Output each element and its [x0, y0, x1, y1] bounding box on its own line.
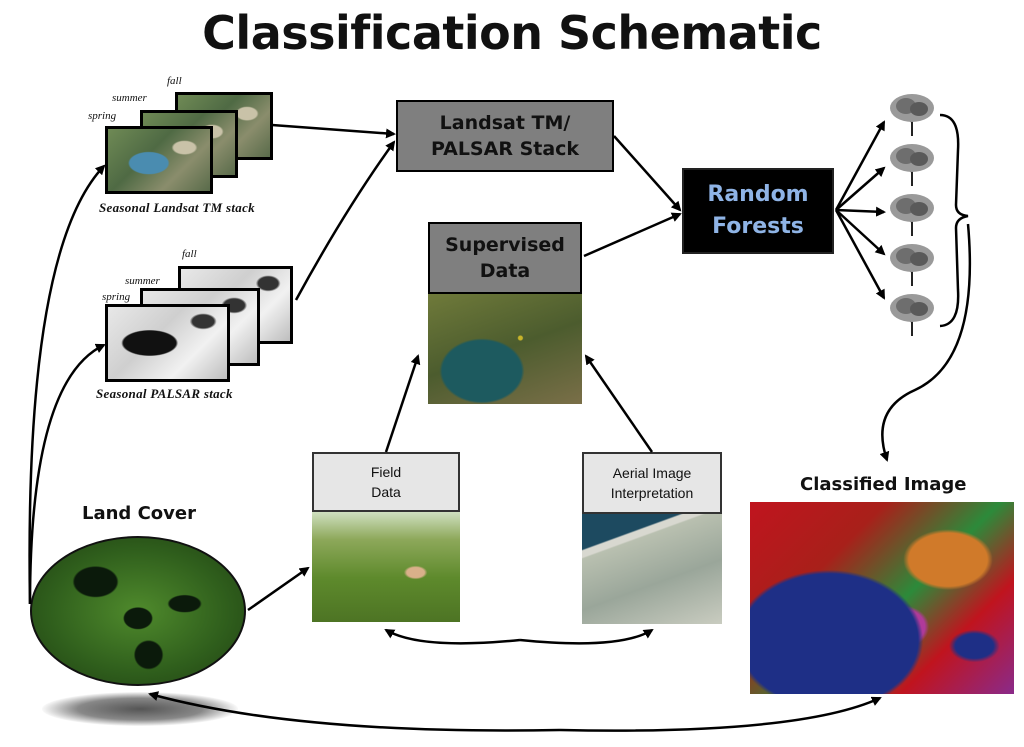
stack-box: Landsat TM/ PALSAR Stack — [396, 100, 614, 172]
arrow-rf-to-tree-1 — [834, 120, 886, 211]
arrow-rf-to-tree-4 — [835, 209, 886, 256]
arrow-landcover-to-landsat — [28, 164, 106, 605]
land-cover-globe — [30, 536, 246, 686]
random-forests-line2: Forests — [712, 214, 804, 239]
arrow-landsat-to-stack — [271, 123, 396, 139]
arrow-supervised-to-rf — [583, 212, 682, 258]
field-data-box: Field Data — [312, 452, 460, 512]
arrow-landcover-to-field — [247, 566, 310, 612]
aerial-image-photo — [582, 514, 722, 624]
season-label-fall: fall — [167, 75, 182, 87]
random-forests-box: Random Forests — [682, 168, 834, 254]
season-label-fall: fall — [182, 248, 197, 260]
palsar-stack: fall summer spring Seasonal PALSAR stack — [90, 248, 320, 408]
supervised-data-image — [428, 294, 582, 404]
aerial-box-line1: Aerial Image — [612, 465, 692, 481]
tree-ensemble — [886, 92, 946, 342]
palsar-spring-image — [105, 304, 230, 382]
supervised-data-box: Supervised Data — [428, 222, 582, 294]
supervised-box-line1: Supervised — [445, 234, 565, 256]
diagram-title: Classification Schematic — [202, 6, 822, 60]
tree-icon — [886, 242, 938, 288]
arrow-classified-to-landcover-left — [148, 691, 561, 732]
season-label-spring: spring — [88, 110, 117, 122]
supervised-box-line2: Data — [479, 260, 531, 282]
random-forests-line1: Random — [707, 182, 809, 207]
arrow-field-aerial-left — [384, 628, 521, 645]
arrow-aerial-to-supervised — [584, 354, 654, 453]
arrow-field-to-supervised — [384, 354, 421, 453]
arrow-palsar-to-stack — [294, 140, 396, 301]
season-label-spring: spring — [102, 291, 131, 303]
field-box-line1: Field — [370, 464, 402, 480]
tree-icon — [886, 192, 938, 238]
land-cover-shadow — [42, 692, 238, 726]
tree-icon — [886, 292, 938, 338]
tree-icon — [886, 92, 938, 138]
arrow-rf-to-tree-5 — [834, 209, 886, 300]
season-label-summer: summer — [112, 92, 147, 104]
classified-image — [750, 502, 1014, 694]
field-box-line2: Data — [371, 484, 401, 500]
landsat-stack-caption: Seasonal Landsat TM stack — [99, 200, 255, 215]
classified-image-label: Classified Image — [800, 474, 967, 495]
land-cover-label: Land Cover — [82, 503, 196, 524]
arrow-stack-to-rf — [613, 135, 682, 212]
arrow-field-aerial-right — [519, 628, 654, 645]
arrow-trees-to-classified — [879, 223, 972, 462]
arrow-rf-to-tree-2 — [835, 166, 886, 211]
landsat-spring-image — [105, 126, 213, 194]
aerial-image-box: Aerial Image Interpretation — [582, 452, 722, 514]
arrow-landcover-to-palsar — [28, 343, 106, 605]
aerial-box-line2: Interpretation — [610, 485, 694, 501]
tree-bracket — [939, 113, 969, 328]
field-data-photo — [312, 512, 460, 622]
palsar-stack-caption: Seasonal PALSAR stack — [96, 386, 233, 401]
arrow-classified-to-landcover-right — [559, 696, 882, 732]
stack-box-line1: Landsat TM/ — [439, 112, 571, 134]
arrow-rf-to-tree-3 — [835, 206, 886, 217]
season-label-summer: summer — [125, 275, 160, 287]
stack-box-line2: PALSAR Stack — [430, 138, 580, 160]
tree-icon — [886, 142, 938, 188]
landsat-stack: fall summer spring Seasonal Landsat TM s… — [85, 70, 315, 220]
